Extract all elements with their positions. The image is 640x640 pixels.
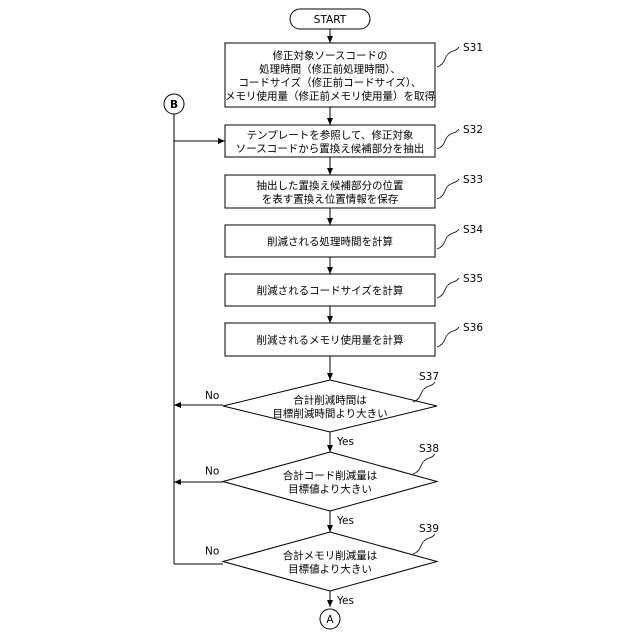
- process-step: 抽出した置換え候補部分の位置を表す置換え位置情報を保存 S33: [225, 174, 483, 208]
- process-text: ソースコードから置換え候補部分を抽出: [236, 142, 424, 155]
- decision-text: 合計メモリ削減量は: [283, 549, 378, 562]
- start-terminal: START: [290, 9, 370, 29]
- connector-a-label: A: [326, 614, 334, 626]
- decision-leader: [413, 382, 435, 402]
- step-leader: [437, 179, 459, 199]
- step-leader: [437, 47, 459, 67]
- decision-id: S39: [419, 523, 439, 535]
- process-step: 修正対象ソースコードの処理時間（修正前処理時間）、コードサイズ（修正前コードサイ…: [225, 42, 483, 107]
- process-text: 抽出した置換え候補部分の位置: [257, 179, 404, 192]
- step-id: S33: [463, 174, 483, 186]
- process-step: 削減される処理時間を計算 S34: [225, 224, 483, 257]
- decision-step: 合計コード削減量は目標値より大きい S38NoYes: [205, 443, 439, 527]
- connector-a: A: [320, 609, 340, 629]
- decision-step: 合計削減時間は目標削減時間より大きい S37NoYes: [205, 371, 439, 448]
- decision-leader: [413, 454, 435, 474]
- decision-leader: [413, 534, 435, 554]
- process-text: 修正対象ソースコードの: [273, 49, 388, 62]
- yes-label: Yes: [336, 515, 354, 527]
- decision-text: 目標値より大きい: [288, 562, 372, 575]
- decision-step: 合計メモリ削減量は目標値より大きい S39NoYes: [205, 523, 439, 607]
- process-text: 処理時間（修正前処理時間）、: [259, 62, 401, 75]
- step-id: S36: [463, 322, 483, 334]
- step-leader: [437, 327, 459, 347]
- process-text: テンプレートを参照して、修正対象: [247, 128, 414, 141]
- connector-b: B: [164, 94, 184, 114]
- step-leader: [437, 229, 459, 249]
- process-text: 削減されるコードサイズを計算: [257, 284, 404, 297]
- step-leader: [437, 129, 459, 149]
- process-steps: 修正対象ソースコードの処理時間（修正前処理時間）、コードサイズ（修正前コードサイ…: [225, 42, 483, 356]
- process-step: 削減されるメモリ使用量を計算 S36: [225, 322, 483, 356]
- step-id: S35: [463, 273, 483, 285]
- decision-text: 合計コード削減量は: [283, 469, 378, 482]
- start-label: START: [314, 14, 347, 26]
- decision-id: S38: [419, 443, 439, 455]
- no-label: No: [205, 466, 219, 478]
- step-id: S34: [463, 224, 483, 236]
- no-label: No: [205, 390, 219, 402]
- process-text: 削減される処理時間を計算: [267, 235, 393, 248]
- no-label: No: [205, 546, 219, 558]
- process-text: メモリ使用量（修正前メモリ使用量）を取得: [225, 89, 435, 102]
- process-step: 削減されるコードサイズを計算 S35: [225, 273, 483, 306]
- decision-id: S37: [419, 371, 439, 383]
- step-id: S32: [463, 124, 483, 136]
- connector-b-label: B: [170, 99, 178, 111]
- decision-text: 目標削減時間より大きい: [272, 407, 387, 420]
- process-step: テンプレートを参照して、修正対象ソースコードから置換え候補部分を抽出 S32: [225, 124, 483, 157]
- yes-label: Yes: [336, 436, 354, 448]
- decision-text: 目標値より大きい: [288, 482, 372, 495]
- flow-lines: [174, 29, 330, 607]
- decision-steps: 合計削減時間は目標削減時間より大きいS37NoYes合計コード削減量は目標値より…: [205, 371, 439, 607]
- process-text: 削減されるメモリ使用量を計算: [257, 334, 404, 347]
- step-id: S31: [463, 42, 483, 54]
- decision-text: 合計削減時間は: [293, 393, 367, 406]
- process-text: コードサイズ（修正前コードサイズ）、: [238, 76, 421, 89]
- yes-label: Yes: [336, 595, 354, 607]
- process-text: を表す置換え位置情報を保存: [262, 192, 399, 205]
- step-leader: [437, 278, 459, 298]
